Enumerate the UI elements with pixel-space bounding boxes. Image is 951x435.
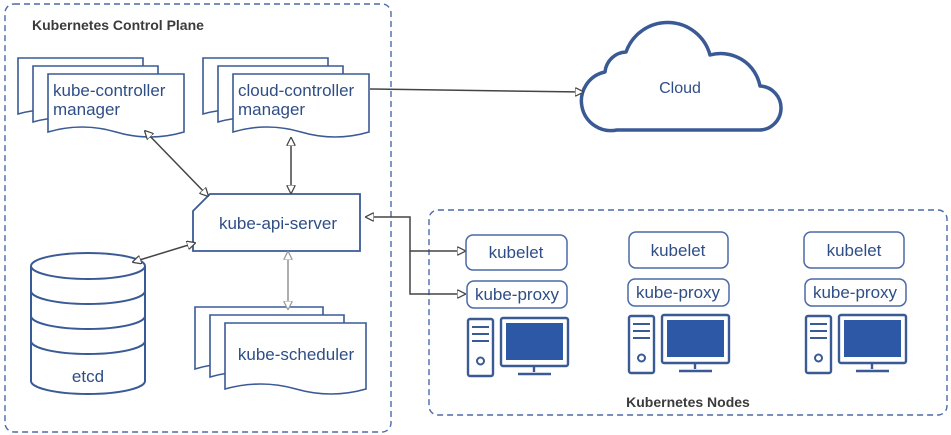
- controller-manager-label-line2: manager: [53, 100, 120, 119]
- node-1-computer-icon: [466, 316, 570, 378]
- edge-etcd-api-server: [133, 243, 195, 262]
- node-3-kubelet-label: kubelet: [827, 241, 882, 260]
- node-1-kube-proxy[interactable]: [466, 280, 568, 309]
- node-3-computer-icon: [804, 313, 908, 375]
- node-3: kubelet kube-proxy: [803, 231, 908, 375]
- node-1-kube-proxy-label: kube-proxy: [475, 285, 560, 304]
- etcd-label: etcd: [72, 367, 104, 386]
- edge-api-server-kube-proxy: [409, 251, 465, 294]
- node-2: kubelet kube-proxy: [627, 231, 731, 375]
- cloud[interactable]: Cloud: [579, 20, 783, 133]
- node-2-kubelet[interactable]: [628, 231, 729, 269]
- node-2-kube-proxy[interactable]: [627, 278, 730, 307]
- node-3-kubelet[interactable]: [803, 231, 905, 269]
- cloud-controller-manager-label-line2: manager: [238, 100, 305, 119]
- node-1-kubelet-label: kubelet: [489, 243, 544, 262]
- cloud-controller-manager-label-line1: cloud-controller: [238, 81, 355, 100]
- edge-controller-manager-api-server: [145, 131, 208, 196]
- edge-cloud-controller-cloud: [369, 89, 583, 92]
- api-server-label: kube-api-server: [219, 214, 337, 233]
- cloud-label: Cloud: [659, 80, 701, 97]
- node-1-kubelet[interactable]: [465, 234, 568, 271]
- node-2-computer-icon: [627, 313, 731, 375]
- edge-api-server-kubelet: [366, 217, 465, 251]
- api-server[interactable]: kube-api-server: [192, 193, 361, 252]
- nodes-boundary: [428, 209, 948, 416]
- controller-manager[interactable]: kube-controller manager: [17, 57, 185, 138]
- cloud-controller-manager[interactable]: cloud-controller manager: [202, 57, 370, 138]
- node-3-kube-proxy[interactable]: [804, 278, 907, 307]
- control-plane-boundary: [4, 3, 392, 433]
- nodes-title: Kubernetes Nodes: [626, 394, 750, 410]
- scheduler[interactable]: kube-scheduler: [194, 306, 367, 395]
- scheduler-label: kube-scheduler: [238, 345, 355, 364]
- controller-manager-label-line1: kube-controller: [53, 81, 166, 100]
- node-2-kube-proxy-label: kube-proxy: [636, 283, 721, 302]
- node-3-kube-proxy-label: kube-proxy: [813, 283, 898, 302]
- control-plane-title: Kubernetes Control Plane: [32, 17, 204, 33]
- etcd-database[interactable]: etcd: [30, 252, 146, 395]
- node-1: kubelet kube-proxy: [465, 234, 570, 378]
- node-2-kubelet-label: kubelet: [651, 241, 706, 260]
